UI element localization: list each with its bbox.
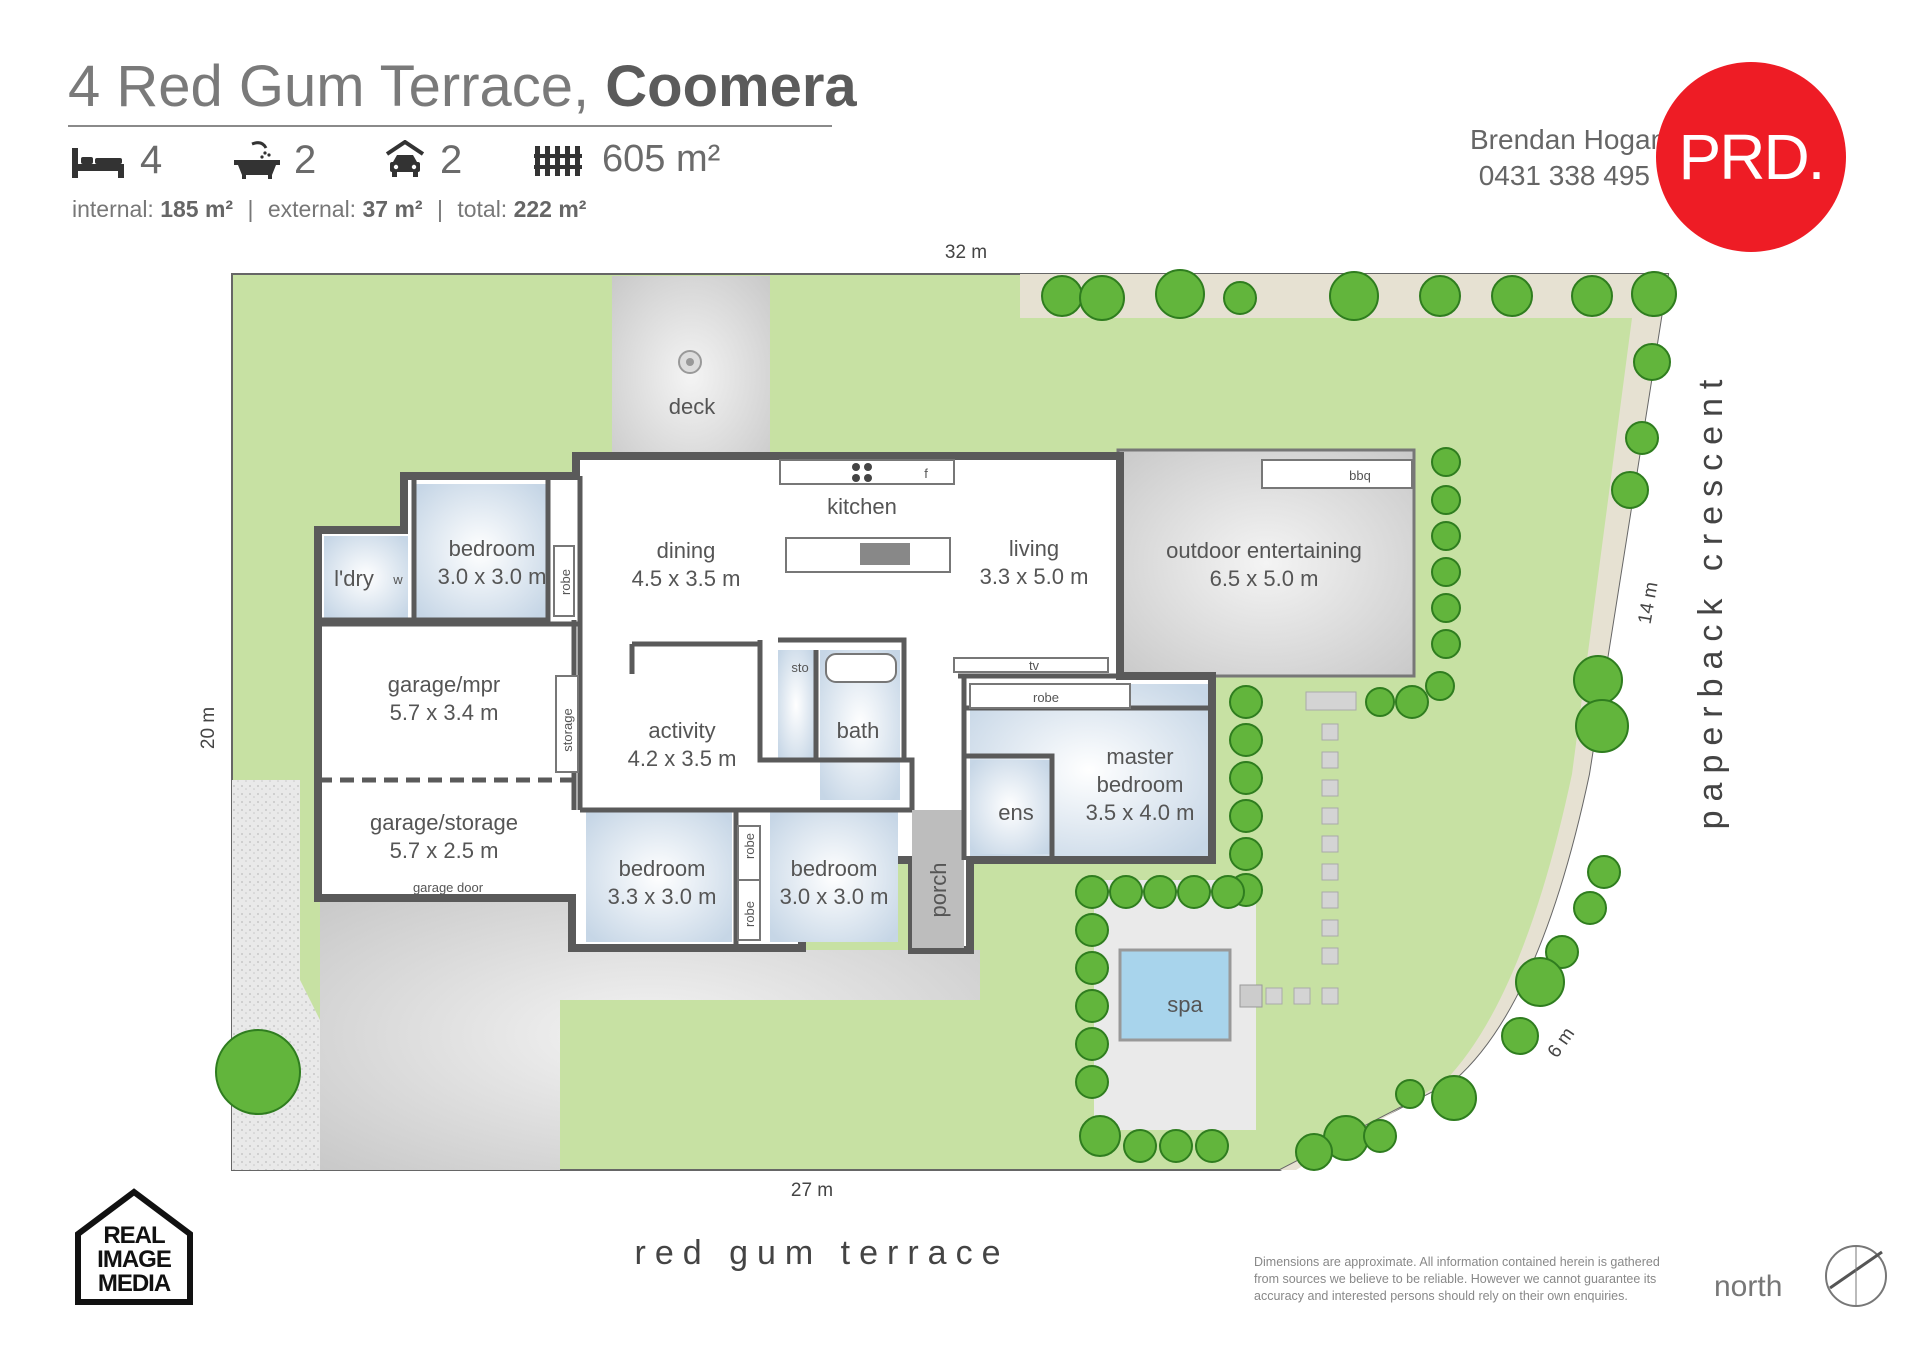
label-storage: storage: [560, 708, 575, 751]
fence-icon: [534, 146, 582, 176]
deck: [612, 276, 770, 476]
bed-icon: [72, 148, 124, 178]
label-master-2: bedroom: [1097, 772, 1184, 797]
label-porch: porch: [926, 862, 951, 917]
agent-name: Brendan Hogan: [1470, 124, 1667, 155]
label-robe-2: robe: [742, 833, 757, 859]
label-bedroom-1: bedroom: [449, 536, 536, 561]
separator: |: [247, 196, 254, 222]
area-summary: internal: 185 m² | external: 37 m² | tot…: [72, 196, 586, 223]
porch-floor: [912, 810, 964, 948]
label-deck: deck: [669, 394, 716, 419]
sto-floor: [778, 650, 814, 760]
label-bath: bath: [837, 718, 880, 743]
logo-line-1: REAL: [103, 1222, 165, 1249]
label-bedroom-3: bedroom: [791, 856, 878, 881]
title-underline: [68, 125, 832, 127]
label-outdoor-size: 6.5 x 5.0 m: [1210, 566, 1319, 591]
label-master-robe: robe: [1033, 690, 1059, 705]
label-dining-size: 4.5 x 3.5 m: [632, 566, 741, 591]
ensuite-floor: [970, 760, 1050, 854]
driveway: [320, 900, 980, 1170]
dimension-left: 20 m: [198, 707, 219, 749]
label-bbq: bbq: [1349, 468, 1371, 483]
label-garage-door: garage door: [413, 880, 484, 895]
spa: [1118, 948, 1232, 1042]
total-value: 222 m²: [513, 196, 587, 222]
separator: |: [436, 196, 443, 222]
dimension-corner: 6 m: [1544, 1024, 1579, 1062]
label-living: living: [1009, 536, 1059, 561]
label-washer: w: [392, 572, 403, 587]
label-garage-mpr: garage/mpr: [388, 672, 501, 697]
bedroom-count: 4: [140, 138, 163, 182]
label-master-1: master: [1106, 744, 1173, 769]
brand-logo-text: PRD.: [1678, 121, 1826, 193]
trees: [215, 269, 1677, 1171]
label-outdoor: outdoor entertaining: [1166, 538, 1362, 563]
logo-line-3: MEDIA: [97, 1270, 171, 1297]
internal-value: 185 m²: [160, 196, 234, 222]
features-row: 4 2 2 605 m²: [72, 138, 772, 186]
street-right: paperback crescent: [1692, 371, 1730, 830]
label-tv: tv: [1029, 658, 1040, 673]
house: [314, 452, 1413, 954]
carspace-count: 2: [440, 138, 463, 182]
label-garage-mpr-size: 5.7 x 3.4 m: [390, 700, 499, 725]
external-value: 37 m²: [362, 196, 423, 222]
car-icon: [385, 140, 425, 177]
label-sto: sto: [791, 660, 808, 675]
label-kitchen: kitchen: [827, 494, 897, 519]
disclaimer-line-2: from sources we believe to be reliable. …: [1254, 1272, 1657, 1286]
house-logo-icon: [75, 1188, 193, 1305]
address-suburb: Coomera: [605, 54, 857, 119]
label-ens: ens: [998, 800, 1033, 825]
bath-icon: [234, 141, 280, 179]
label-spa: spa: [1167, 992, 1203, 1017]
brand-logo: PRD.: [1656, 62, 1846, 252]
bedroom-2-floor: [586, 810, 732, 942]
page-title: 4 Red Gum Terrace, Coomera: [68, 52, 857, 122]
label-garage-storage-size: 5.7 x 2.5 m: [390, 838, 499, 863]
label-robe-3: robe: [742, 901, 757, 927]
bathroom-count: 2: [294, 138, 317, 182]
bedroom-3-floor: [770, 810, 898, 942]
label-fridge: f: [924, 466, 928, 481]
north-arrow: [1825, 1245, 1887, 1307]
laundry-floor: [324, 536, 408, 618]
label-master-size: 3.5 x 4.0 m: [1086, 800, 1195, 825]
label-garage-storage: garage/storage: [370, 810, 518, 835]
label-activity-size: 4.2 x 3.5 m: [628, 746, 737, 771]
disclaimer-line-1: Dimensions are approximate. All informat…: [1254, 1255, 1660, 1269]
logo-line-2: IMAGE: [97, 1246, 172, 1273]
north-label: north: [1714, 1270, 1783, 1303]
land-area: 605 m²: [602, 138, 721, 180]
stepping-stones: [1265, 691, 1357, 1005]
label-dining: dining: [657, 538, 716, 563]
internal-label: internal:: [72, 196, 154, 222]
label-bedroom-2-size: 3.3 x 3.0 m: [608, 884, 717, 909]
label-living-size: 3.3 x 5.0 m: [980, 564, 1089, 589]
address-street: 4 Red Gum Terrace,: [68, 54, 590, 119]
real-image-media-logo: REAL IMAGE MEDIA: [72, 1188, 196, 1306]
disclaimer-line-3: accuracy and interested persons should r…: [1254, 1289, 1628, 1303]
dimension-top: 32 m: [945, 242, 987, 263]
label-laundry: l'dry: [334, 566, 374, 591]
label-bedroom-1-size: 3.0 x 3.0 m: [438, 564, 547, 589]
label-bedroom-3-size: 3.0 x 3.0 m: [780, 884, 889, 909]
total-label: total:: [457, 196, 508, 222]
street-bottom: red gum terrace: [635, 1234, 1010, 1272]
label-bedroom-2: bedroom: [619, 856, 706, 881]
dimension-bottom: 27 m: [791, 1180, 833, 1201]
dimension-right: 14 m: [1635, 580, 1663, 625]
disclaimer: Dimensions are approximate. All informat…: [1254, 1254, 1704, 1305]
external-label: external:: [267, 196, 357, 222]
logo-text: REAL IMAGE MEDIA: [80, 1224, 188, 1296]
bedroom-1-floor: [414, 484, 546, 618]
agent-phone: 0431 338 495: [1478, 160, 1650, 191]
label-activity: activity: [648, 718, 715, 743]
label-robe-1: robe: [558, 569, 573, 595]
